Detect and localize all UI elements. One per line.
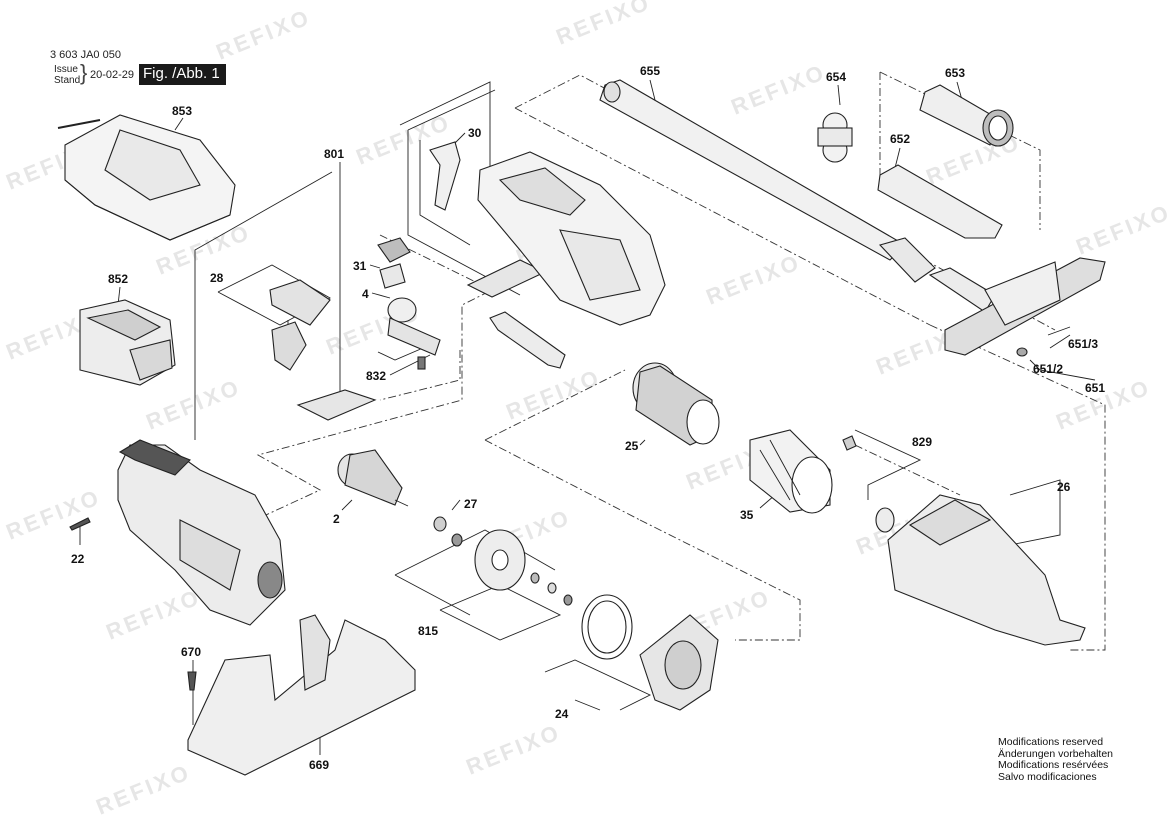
brace: }	[80, 60, 88, 85]
watermark: REFIXO	[553, 0, 655, 50]
figure-tag: Fig. /Abb. 1	[139, 64, 226, 85]
watermark: REFIXO	[103, 584, 205, 645]
watermark: REFIXO	[213, 4, 315, 65]
motor-2	[337, 449, 409, 507]
label-652: 652	[890, 132, 910, 146]
label-2: 2	[333, 512, 340, 526]
label-25: 25	[625, 439, 639, 453]
filter-25	[632, 362, 720, 446]
tube-655	[599, 79, 936, 283]
label-801: 801	[324, 147, 344, 161]
label-852: 852	[108, 272, 128, 286]
watermark: REFIXO	[143, 374, 245, 435]
issue-date: 20-02-29	[90, 69, 135, 81]
issue-label-en: Issue	[54, 64, 78, 75]
label-655: 655	[640, 64, 660, 78]
label-27: 27	[464, 497, 478, 511]
filter-cage-35	[749, 429, 833, 514]
label-653: 653	[945, 66, 965, 80]
label-669: 669	[309, 758, 329, 772]
label-651-3: 651/3	[1068, 337, 1098, 351]
modifications-fr: Modifications resérvées	[998, 759, 1109, 771]
fan-815	[474, 529, 573, 606]
label-853: 853	[172, 104, 192, 118]
parts-layer	[57, 79, 1106, 776]
modifications-en: Modifications reserved	[998, 736, 1104, 748]
label-815: 815	[418, 624, 438, 638]
label-651-2: 651/2	[1033, 362, 1063, 376]
modifications-es: Salvo modificaciones	[998, 770, 1097, 783]
label-832: 832	[366, 369, 386, 383]
housing-upper	[429, 141, 666, 326]
charger-853	[57, 114, 236, 241]
issue-label: Issue Stand	[54, 64, 80, 86]
document-number: 3 603 JA0 050	[50, 49, 121, 61]
label-651: 651	[1085, 381, 1105, 395]
battery-852	[79, 299, 176, 386]
handle-housing	[117, 439, 286, 626]
dust-container-26	[887, 494, 1086, 646]
cover-24	[581, 594, 719, 711]
label-670: 670	[181, 645, 201, 659]
label-26: 26	[1057, 480, 1071, 494]
modifications-de: Änderungen vorbehalten	[998, 747, 1114, 760]
label-4: 4	[362, 287, 369, 301]
watermark: REFIXO	[93, 759, 195, 820]
label-28: 28	[210, 271, 224, 285]
watermark: REFIXO	[703, 249, 805, 310]
switch-parts-31-4	[377, 237, 441, 370]
nozzle-653	[919, 84, 1014, 147]
switch-plate-28	[269, 279, 331, 371]
watermark: REFIXO	[3, 484, 105, 545]
watermark: REFIXO	[503, 364, 605, 425]
label-31: 31	[353, 259, 367, 273]
label-22: 22	[71, 552, 85, 566]
modifications-note: Modifications reserved Änderungen vorbeh…	[998, 736, 1114, 783]
label-654: 654	[826, 70, 846, 84]
watermark: REFIXO	[728, 59, 830, 120]
label-30: 30	[468, 126, 482, 140]
screw-670	[187, 671, 197, 691]
clip-654	[817, 112, 853, 163]
label-35: 35	[740, 508, 754, 522]
issue-label-de: Stand	[54, 75, 81, 86]
floor-nozzle-651	[928, 257, 1106, 357]
watermark: REFIXO	[463, 719, 565, 780]
watermark: REFIXO	[1073, 199, 1169, 260]
label-24: 24	[555, 707, 569, 721]
stand-669	[187, 614, 416, 776]
callout-labels: 853 852 801 30 655 654 653 652 28 31 4 8…	[71, 64, 1105, 772]
screw-22	[69, 517, 91, 531]
crevice-tool-652	[877, 164, 1003, 239]
latch-829	[842, 435, 895, 533]
label-829: 829	[912, 435, 932, 449]
washers-27	[433, 516, 463, 547]
